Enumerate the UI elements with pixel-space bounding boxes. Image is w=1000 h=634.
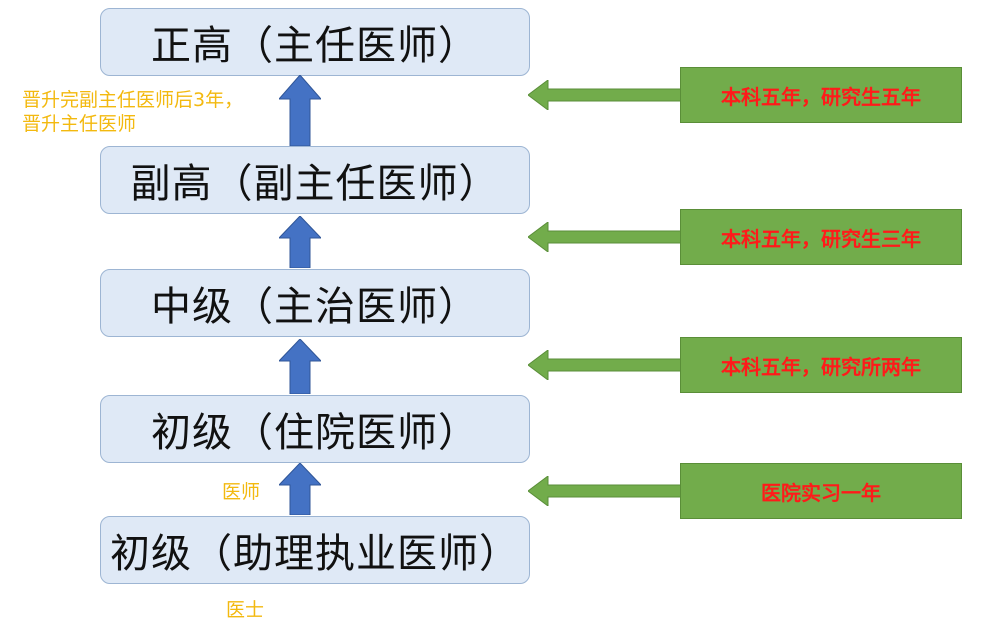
promotion-note: 晋升完副主任医师后3年， 晋升主任医师 xyxy=(22,88,243,136)
level-box-resident-physician: 初级（住院医师） xyxy=(100,395,530,463)
level-box-associate-chief-physician: 副高（副主任医师） xyxy=(100,146,530,214)
requirement-box: 本科五年，研究生五年 xyxy=(680,67,962,123)
assistant-note: 医士 xyxy=(226,599,265,621)
up-arrow-icon xyxy=(279,463,321,515)
left-arrow-icon xyxy=(528,80,682,110)
requirement-box: 本科五年，研究所两年 xyxy=(680,337,962,393)
requirement-box: 本科五年，研究生三年 xyxy=(680,209,962,265)
up-arrow-icon xyxy=(279,216,321,268)
left-arrow-icon xyxy=(528,222,682,252)
level-box-chief-physician: 正高（主任医师） xyxy=(100,8,530,76)
up-arrow-icon xyxy=(279,75,321,146)
doctor-note: 医师 xyxy=(222,481,261,503)
level-box-assistant-physician: 初级（助理执业医师） xyxy=(100,516,530,584)
left-arrow-icon xyxy=(528,350,682,380)
promotion-note-line1: 晋升完副主任医师后3年， xyxy=(22,89,244,111)
up-arrow-icon xyxy=(279,339,321,394)
promotion-note-line2: 晋升主任医师 xyxy=(22,113,137,135)
left-arrow-icon xyxy=(528,476,682,506)
requirement-box: 医院实习一年 xyxy=(680,463,962,519)
level-box-attending-physician: 中级（主治医师） xyxy=(100,269,530,337)
